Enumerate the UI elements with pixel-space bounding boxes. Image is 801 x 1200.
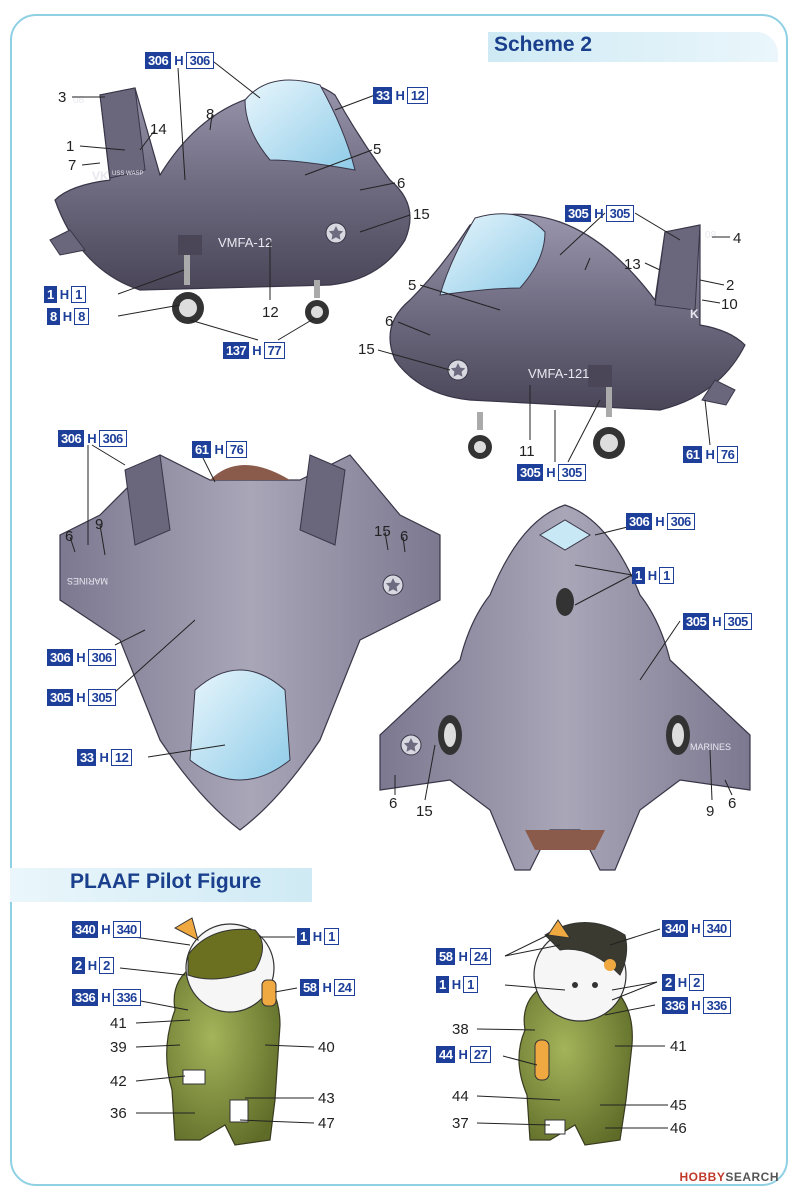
callout: 15: [374, 523, 391, 540]
marines-bottom: MARINES: [690, 742, 731, 752]
marines-top: MARINES: [67, 576, 108, 586]
jet-bottom-view: MARINES: [379, 504, 751, 871]
scheme-title: Scheme 2: [494, 33, 593, 56]
jet-top-view: MARINES: [59, 454, 441, 831]
vmfa-marking-left: VMFA-12: [218, 235, 272, 250]
callout: 6: [65, 528, 73, 545]
callout: 2: [726, 277, 734, 294]
callout: 9: [706, 803, 714, 820]
callout: 1: [66, 138, 74, 155]
callout: 7: [68, 157, 76, 174]
callout: 41: [110, 1015, 127, 1032]
modex-right: 08: [705, 230, 717, 241]
callout: 43: [318, 1090, 335, 1107]
ship-name-left: USS WASP: [112, 171, 143, 177]
callout: 6: [389, 795, 397, 812]
callout: 9: [95, 516, 103, 533]
callout: 45: [670, 1097, 687, 1114]
callout: 6: [400, 528, 408, 545]
callout: 15: [416, 803, 433, 820]
callout: 47: [318, 1115, 335, 1132]
leader-lines: [69, 61, 733, 1129]
callout: 40: [318, 1039, 335, 1056]
callout: 6: [397, 175, 405, 192]
jet-side-left: VMFA-12 VK USS WASP 08: [49, 79, 411, 324]
callout: 41: [670, 1038, 687, 1055]
callout: 11: [519, 443, 535, 460]
svg-text:K: K: [690, 307, 699, 321]
callout: 12: [262, 304, 279, 321]
callout: 39: [110, 1039, 127, 1056]
callout-numbers: 3 1 7 14 8 5 6 15 12 4 2 10 13 5 6 15 11…: [58, 89, 741, 1137]
scheme-banner: [488, 32, 778, 62]
watermark: HOBBYSEARCH: [679, 1170, 779, 1184]
callout: 37: [452, 1115, 469, 1132]
callout: 6: [385, 313, 393, 330]
callout: 15: [358, 341, 375, 358]
vmfa-marking-right: VMFA-121: [528, 366, 589, 381]
pilot-figure-left: [166, 917, 281, 1146]
callout: 3: [58, 89, 66, 106]
callout: 44: [452, 1088, 469, 1105]
pilot-banner: [10, 868, 312, 902]
callout: 36: [110, 1105, 127, 1122]
callout: 8: [206, 106, 214, 123]
callout: 42: [110, 1073, 127, 1090]
modex-left: 08: [73, 95, 85, 106]
jet-side-right: VMFA-121 K 08: [389, 213, 746, 459]
callout: 5: [408, 277, 416, 294]
pilot-title: PLAAF Pilot Figure: [70, 870, 262, 893]
pilot-figure-right: [518, 919, 633, 1146]
callout: 14: [150, 121, 167, 138]
callout: 46: [670, 1120, 687, 1137]
callout: 5: [373, 141, 381, 158]
callout: 10: [721, 296, 738, 313]
tail-code-left: VK: [92, 169, 109, 183]
callout: 13: [624, 256, 641, 273]
callout: 6: [728, 795, 736, 812]
callout: 38: [452, 1021, 469, 1038]
callout: 15: [413, 206, 430, 223]
callout: 4: [733, 230, 741, 247]
